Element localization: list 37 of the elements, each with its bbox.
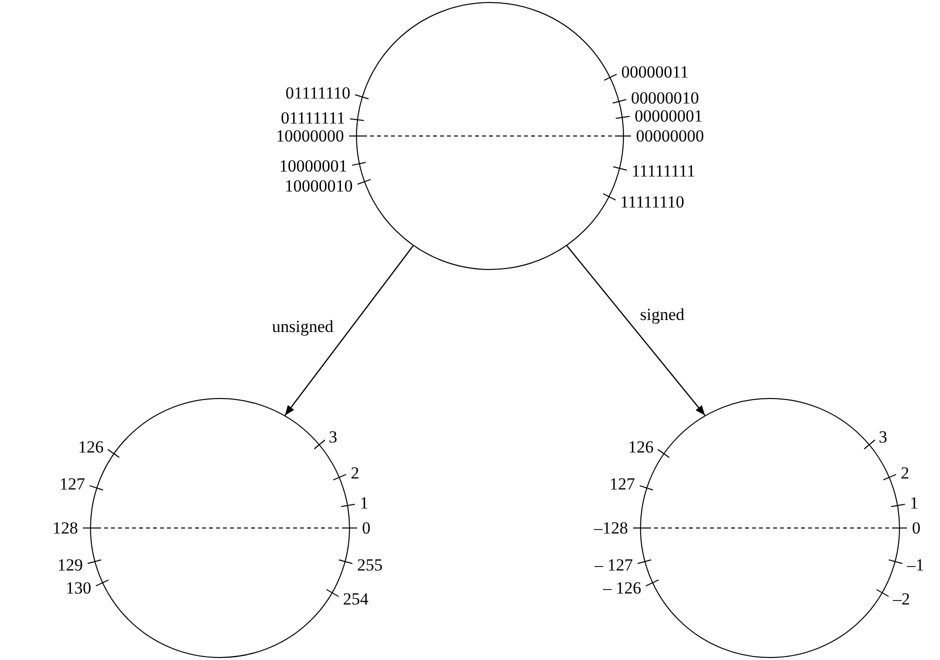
tick-label: 01111110	[286, 84, 350, 102]
tick-label: 2	[900, 464, 910, 482]
tick-label: 126	[628, 438, 654, 456]
tick-label: 00000011	[621, 63, 689, 80]
tick-label: 0	[362, 520, 370, 536]
tick-label: 254	[342, 590, 368, 608]
tick-label: – 127	[594, 556, 633, 574]
tick-label: 129	[57, 556, 83, 574]
tick-label: 128	[52, 520, 78, 536]
tick-label: –2	[892, 590, 910, 608]
tick-label: 00000010	[631, 90, 700, 107]
tick-label: 10000001	[279, 158, 348, 175]
tick-label: – 126	[603, 580, 642, 596]
tick-label: 1	[360, 494, 368, 512]
tick-label: 3	[878, 428, 888, 446]
tick-label: –1	[907, 556, 924, 574]
edge-label: signed	[640, 306, 684, 323]
tick-label: 127	[59, 476, 85, 493]
tick-label: 01111111	[280, 110, 346, 127]
tick-label: 1	[910, 494, 918, 512]
tick-label: –128	[594, 520, 628, 536]
tick-label: 10000010	[284, 177, 353, 194]
tick-label: 11111111	[632, 162, 696, 180]
tick-label: 0	[912, 520, 920, 536]
tick-label: 11111110	[620, 194, 684, 211]
tick-label: 2	[350, 464, 360, 482]
tick-label: 130	[66, 580, 92, 596]
tick-label: 126	[78, 438, 104, 456]
tick-label: 00000001	[634, 107, 703, 124]
tick-label: 00000000	[636, 128, 704, 144]
arrow	[566, 245, 706, 416]
tick-label: 3	[328, 428, 338, 446]
arrow	[284, 245, 414, 416]
tick-label: 127	[609, 476, 635, 493]
tick-label: 255	[357, 556, 383, 574]
tick-label: 10000000	[276, 128, 344, 144]
edge-label: unsigned	[272, 318, 334, 335]
